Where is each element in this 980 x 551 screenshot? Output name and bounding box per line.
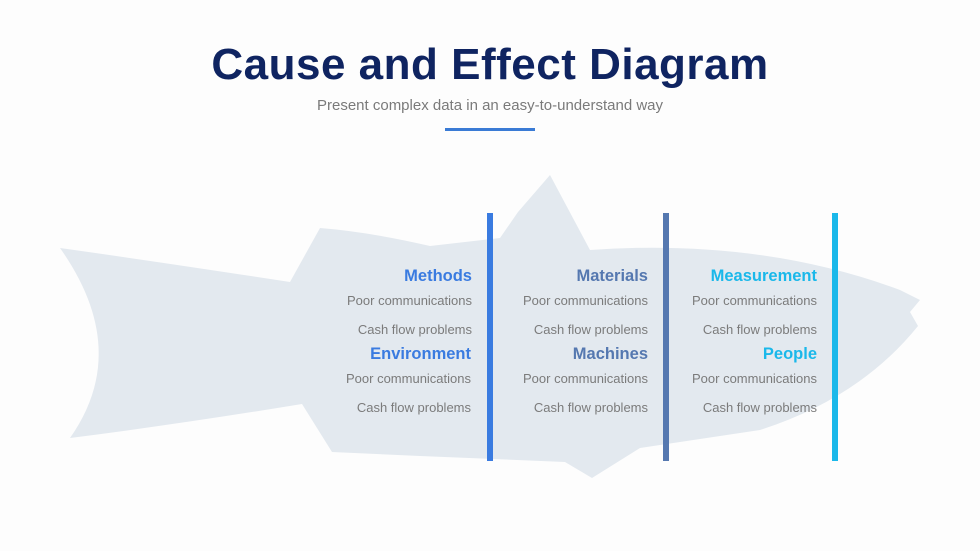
measurement-bar — [832, 213, 838, 461]
cause-group-materials: Materials Poor communications Cash flow … — [448, 266, 648, 344]
cause-column-1: Methods Poor communications Cash flow pr… — [272, 266, 472, 422]
cause-group-machines: Machines Poor communications Cash flow p… — [448, 344, 648, 422]
materials-bar — [663, 213, 669, 461]
cause-group-environment: Environment Poor communications Cash flo… — [272, 344, 471, 422]
cause-group-methods: Methods Poor communications Cash flow pr… — [272, 266, 472, 344]
group-heading: Environment — [370, 345, 471, 363]
group-item: Cash flow problems — [533, 322, 648, 337]
group-item: Cash flow problems — [356, 400, 471, 415]
group-item: Poor communications — [346, 371, 471, 386]
group-item: Poor communications — [692, 293, 817, 308]
group-item: Poor communications — [692, 371, 817, 386]
group-heading: Methods — [404, 267, 472, 285]
group-item: Cash flow problems — [533, 400, 648, 415]
methods-bar — [487, 213, 493, 461]
group-item: Cash flow problems — [357, 322, 472, 337]
group-item: Poor communications — [523, 293, 648, 308]
cause-column-3: Measurement Poor communications Cash flo… — [617, 266, 817, 422]
group-item: Poor communications — [347, 293, 472, 308]
cause-column-2: Materials Poor communications Cash flow … — [448, 266, 648, 422]
page-subtitle: Present complex data in an easy-to-under… — [316, 97, 664, 114]
group-heading: People — [762, 345, 817, 363]
page-title: Cause and Effect Diagram — [211, 40, 769, 89]
group-item: Cash flow problems — [702, 400, 817, 415]
cause-group-measurement: Measurement Poor communications Cash flo… — [617, 266, 817, 344]
group-item: Cash flow problems — [702, 322, 817, 337]
group-heading: Measurement — [710, 267, 817, 285]
group-heading: Materials — [576, 267, 648, 285]
group-item: Poor communications — [523, 371, 648, 386]
title-underline — [445, 128, 535, 131]
cause-group-people: People Poor communications Cash flow pro… — [617, 344, 817, 422]
group-heading: Machines — [572, 345, 648, 363]
